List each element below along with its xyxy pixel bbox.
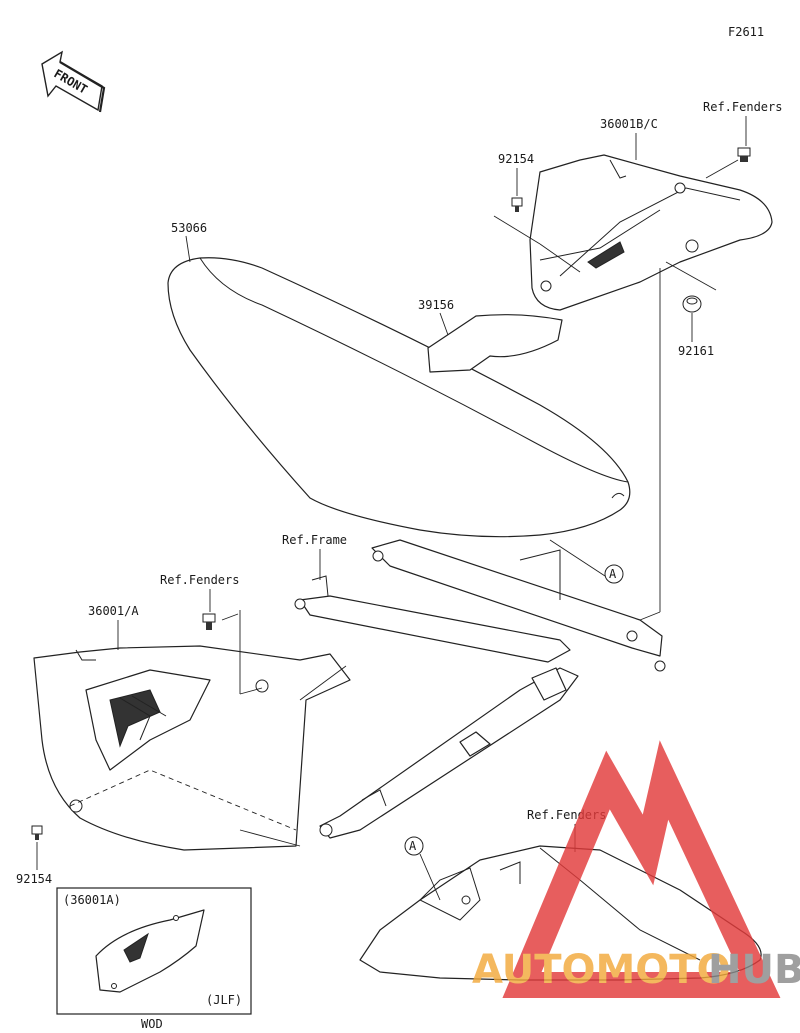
inset-part-label: (36001A): [63, 893, 121, 907]
label-ref-fenders-mid: Ref.Fenders: [160, 573, 239, 587]
inset-footer: WOD: [141, 1017, 163, 1031]
inset-region-label: (JLF): [206, 993, 242, 1007]
marker-a-lower-label: A: [409, 839, 417, 853]
label-collar: 92161: [678, 344, 714, 358]
marker-a-lower: [404, 836, 424, 856]
label-ref-frame: Ref.Frame: [282, 533, 347, 547]
side-cover-left-part: [33, 645, 351, 851]
label-seat-pad: 39156: [418, 298, 454, 312]
watermark-gray: HUB: [708, 947, 800, 993]
side-cover-right-part: [529, 154, 773, 311]
label-seat: 53066: [171, 221, 207, 235]
marker-a-upper: [604, 564, 624, 584]
watermark-orange: AUTOMOTO: [472, 947, 731, 993]
collar-part: [682, 295, 702, 313]
bolt-fender-mid-part: [202, 613, 216, 630]
bolt-lower-part: [31, 825, 43, 840]
label-bolt-upper: 92154: [498, 152, 534, 166]
automotohub-logo: AUTOMOTO HUB: [472, 740, 800, 998]
label-side-cover-left: 36001/A: [88, 604, 139, 618]
bolt-fender-top-part: [737, 147, 751, 162]
front-arrow-icon: FRONT: [41, 50, 106, 113]
figure-id: F2611: [728, 25, 764, 39]
bolt-upper-part: [511, 197, 523, 212]
frame-part: [294, 539, 666, 839]
label-ref-fenders-top: Ref.Fenders: [703, 100, 782, 114]
label-side-cover-right: 36001B/C: [600, 117, 658, 131]
inset-panel: [56, 887, 252, 1015]
marker-a-upper-label: A: [609, 567, 617, 581]
seat-pad-part: [427, 314, 563, 373]
label-bolt-lower: 92154: [16, 872, 52, 886]
seat-part: [167, 257, 631, 538]
